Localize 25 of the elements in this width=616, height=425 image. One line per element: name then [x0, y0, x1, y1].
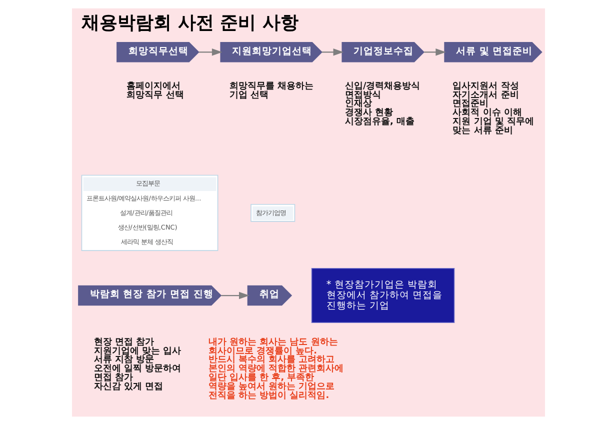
node-label: 신입/경력채용방식 — [344, 81, 420, 92]
node-label: 홈페이지에서 희망직무 선택 — [126, 81, 184, 100]
node-label: 지원 기업 및 직무에 — [452, 117, 534, 128]
node-label: 지원기업에 맞는 입사 서류 지참 방문 — [93, 346, 181, 366]
label: * 현장참가기업은 박람회 현장에서 참가하여 면접을 진행하는 기업 — [326, 280, 442, 312]
node-label: 반드시 복수의 회사를 고려하고 본인의 역량에 적합한 관련회사에 일단 입사를 한 후, 부족한 역량을 높여서 원하는 기업으로 전직을 하는 방법이 실리적임. — [208, 355, 344, 401]
node-label: 면접방식 — [344, 90, 380, 100]
node-label: 맞는 서류 준비 — [452, 126, 512, 136]
node-label: 입사지원서 작성 — [452, 81, 518, 92]
node-label: 면접준비 — [452, 99, 488, 110]
node-label: 내가 원하는 회사는 남도 원하는 회사이므로 경쟁률이 높다. — [208, 337, 338, 356]
node-label: 인재상 — [344, 99, 372, 110]
node-label: 자신감 있게 면접 — [93, 382, 163, 392]
node-label: 희망직무를 채용하는 기업 선택 — [229, 81, 314, 100]
arrow — [198, 48, 222, 56]
node-label: 자기소개서 준비 — [452, 90, 518, 100]
arrow — [321, 48, 344, 56]
node-label: 현장 면접 참가 — [93, 337, 154, 348]
arrow — [424, 48, 446, 56]
node-label: 시장점유율, 매출 — [344, 117, 414, 128]
node-label: 오전에 일찍 방문하여 면접 참가 — [93, 364, 181, 383]
arrow — [220, 292, 249, 300]
node-label: 경쟁사 현황 — [344, 108, 393, 118]
node-label: 사회적 이슈 이해 — [452, 108, 522, 118]
diagram-title: 채용박람회 사전 준비 사항 — [81, 12, 298, 34]
